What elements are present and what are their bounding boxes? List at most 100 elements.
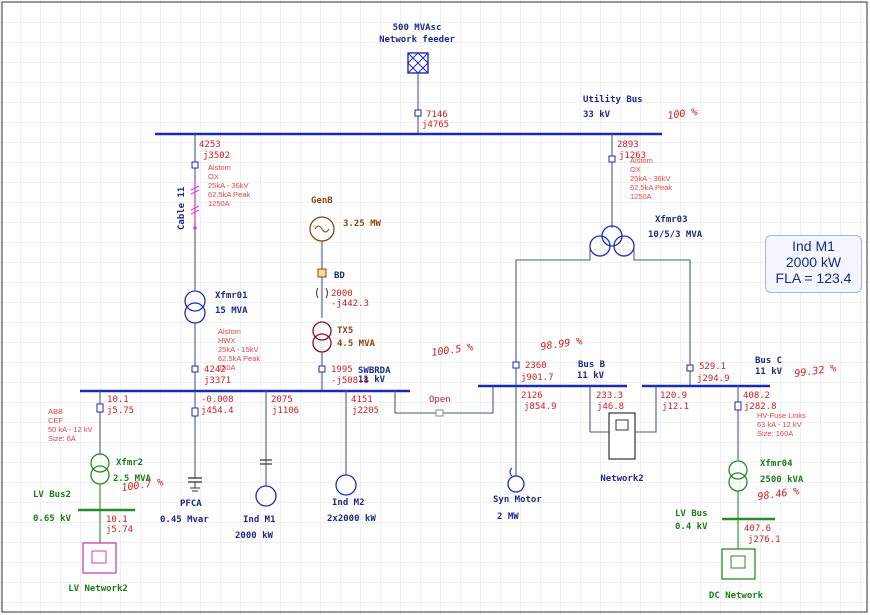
svg-text:OX: OX: [208, 172, 219, 181]
dc-network-label: DC Network: [709, 591, 764, 601]
swbrda-name: SWBRDA: [358, 366, 391, 376]
breaker-abb-note: ABB CEF 50 kA - 12 kV Size: 6A: [48, 407, 93, 443]
feeder-a2-p: -0.008: [201, 395, 234, 405]
xfmr01-name: Xfmr01: [215, 291, 248, 301]
xfmr01-sec-cb[interactable]: [191, 365, 199, 373]
bus-b-out-p: 2126: [521, 391, 543, 401]
feeder-a3-q: j1106: [272, 406, 299, 416]
pfca-cb[interactable]: [191, 407, 199, 417]
lv-network2-icon[interactable]: [82, 542, 117, 574]
dc-network-icon[interactable]: [721, 548, 756, 580]
bus-b-in-q: j901.7: [521, 373, 554, 383]
feeder-a2-q: j454.4: [201, 406, 234, 416]
branch-right-cb[interactable]: [608, 155, 616, 163]
lv-bus2-q: j5.74: [106, 525, 133, 535]
bus-b-kv: 11 kV: [577, 371, 605, 381]
svg-text:50 kA - 12 kV: 50 kA - 12 kV: [48, 425, 93, 434]
xfmr01-rating: 15 MVA: [215, 306, 248, 316]
gen-p: 2000: [331, 289, 353, 299]
pfca-rating: 0.45 Mvar: [160, 515, 209, 525]
bus-c-in-cb[interactable]: [686, 364, 694, 372]
svg-text:1250A: 1250A: [208, 199, 230, 208]
feeder-a4-p: 4151: [351, 395, 373, 405]
ind-m2-name: Ind M2: [332, 498, 365, 508]
branch-right-p: 2893: [617, 140, 639, 150]
svg-text:ABB: ABB: [48, 407, 63, 416]
bus-c-out1-q: j12.1: [662, 402, 689, 412]
ind-m1-motor-icon[interactable]: [255, 485, 277, 507]
xfmr04-name: Xfmr04: [760, 459, 793, 469]
gen-name: GenB: [311, 196, 333, 206]
note-line1: Ind M1: [792, 238, 835, 254]
cable-icon[interactable]: [190, 180, 200, 230]
tx5-cb[interactable]: [318, 365, 326, 373]
branch-left-cb[interactable]: [191, 161, 199, 169]
tie-breaker-open[interactable]: [435, 409, 444, 417]
network2-label: Network2: [600, 474, 643, 484]
bus-c-fuse[interactable]: [734, 401, 742, 411]
pfca-name: PFCA: [180, 499, 202, 509]
bus-c-out2-p: 408.2: [743, 391, 770, 401]
bus-b-out-q: j854.9: [524, 402, 557, 412]
gen-disconnect-icon[interactable]: [316, 287, 328, 299]
lv-bus2-kv: 0.65 kV: [33, 514, 72, 524]
bus-c-in-p: 529.1: [699, 362, 726, 372]
bus-b-net-p: 233.3: [596, 391, 623, 401]
tx5-rating: 4.5 MVA: [337, 339, 376, 349]
lv-bus-name: LV Bus: [675, 509, 708, 519]
feeder-a1-q: j5.75: [107, 406, 134, 416]
svg-text:25kA - 36kV: 25kA - 36kV: [208, 181, 248, 190]
ind-m1-note[interactable]: Ind M1 2000 kW FLA = 123.4: [765, 235, 862, 293]
bus-c-out2-q: j282.8: [744, 402, 777, 412]
svg-text:62.5kA Peak: 62.5kA Peak: [630, 183, 672, 192]
ind-m2-rating: 2x2000 kW: [327, 514, 376, 524]
swbrda-in-p: 4242: [204, 365, 226, 375]
tx5-p: 1995: [331, 365, 353, 375]
bus-b-name: Bus B: [578, 360, 606, 370]
svg-text:25kA - 36kV: 25kA - 36kV: [630, 174, 670, 183]
network-feeder-icon[interactable]: [407, 52, 429, 74]
breaker-left-note: Alstom OX 25kA - 36kV 62.5kA Peak 1250A: [208, 163, 250, 208]
ind-m1-fuse-icon[interactable]: [260, 459, 272, 465]
feeder-name: Network feeder: [379, 35, 455, 45]
xfmr2-hv-cb[interactable]: [96, 403, 104, 413]
ind-m2-motor-icon[interactable]: [335, 474, 357, 496]
feeder-cb[interactable]: [414, 109, 422, 117]
xfmr04-rating: 2500 kVA: [760, 475, 804, 485]
bus-b-in-cb[interactable]: [512, 361, 520, 369]
lv-bus-q: j276.1: [748, 535, 781, 545]
utility-bus-pct: 100 %: [667, 107, 698, 122]
feeder-q: j4765: [422, 120, 449, 130]
feeder-a4-q: j2205: [352, 406, 379, 416]
svg-text:HWX: HWX: [218, 336, 236, 345]
syn-motor-icon[interactable]: [507, 467, 525, 493]
svg-text:62.5kA Peak: 62.5kA Peak: [218, 354, 260, 363]
breaker-hwx-note: Alstom HWX 25kA - 15kV 62.5kA Peak 150A: [218, 327, 260, 372]
lv-bus2-p: 10.1: [106, 515, 128, 525]
syn-motor-rating: 2 MW: [497, 512, 519, 522]
svg-text:Alstom: Alstom: [630, 156, 653, 165]
fuse-note: HV-Fuse Links 63 kA - 12 kV Size: 160A: [757, 411, 806, 438]
capacitor-icon[interactable]: [188, 477, 202, 492]
feeder-a1-p: 10.1: [107, 395, 129, 405]
network2-icon[interactable]: [608, 412, 636, 460]
xfmr03-rating: 10/5/3 MVA: [648, 230, 703, 240]
gen-rating: 3.25 MW: [343, 219, 382, 229]
gen-bd-cb[interactable]: [317, 268, 327, 278]
feeder-a3-p: 2075: [271, 395, 293, 405]
generator-icon[interactable]: [309, 216, 335, 242]
feeder-p: 7146: [426, 110, 448, 120]
xfmr03-name: Xfmr03: [655, 215, 688, 225]
svg-text:62.5kA Peak: 62.5kA Peak: [208, 190, 250, 199]
gen-bd: BD: [334, 271, 345, 281]
syn-motor-name: Syn Motor: [493, 495, 542, 505]
lv-bus-p: 407.6: [744, 524, 771, 534]
lv-network2-label: LV Network2: [68, 584, 128, 594]
tx5-name: TX5: [337, 326, 353, 336]
svg-text:1250A: 1250A: [630, 192, 652, 201]
ind-m1-rating: 2000 kW: [235, 531, 274, 541]
svg-text:150A: 150A: [218, 363, 236, 372]
swbrda-kv: 11 kV: [358, 375, 386, 385]
svg-text:Alstom: Alstom: [218, 327, 241, 336]
